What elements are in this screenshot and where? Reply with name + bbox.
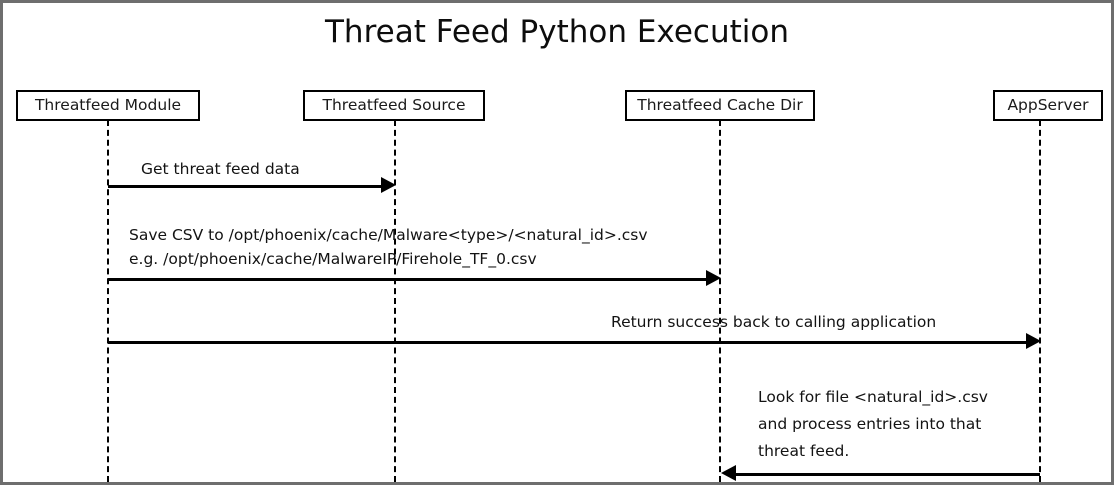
message-label-look-for-file-line-3: threat feed.	[758, 442, 850, 460]
participant-appserver[interactable]: AppServer	[993, 90, 1103, 121]
participant-threatfeed-module[interactable]: Threatfeed Module	[16, 90, 200, 121]
message-line-return-success	[108, 341, 1026, 344]
diagram-surface: Threat Feed Python Execution Threatfeed …	[3, 3, 1111, 482]
lifeline-appserver	[1039, 120, 1041, 482]
lifeline-threatfeed-module	[107, 120, 109, 482]
participant-threatfeed-cache-dir[interactable]: Threatfeed Cache Dir	[625, 90, 815, 121]
message-label-save-csv-line-2: e.g. /opt/phoenix/cache/MalwareIP/Fireho…	[129, 250, 537, 268]
message-line-save-csv	[108, 278, 706, 281]
participant-threatfeed-source[interactable]: Threatfeed Source	[303, 90, 485, 121]
arrow-head-right-icon-get-threat-feed-data	[381, 177, 396, 193]
message-label-get-threat-feed-data: Get threat feed data	[141, 160, 300, 178]
message-label-return-success: Return success back to calling applicati…	[611, 313, 937, 331]
arrow-head-left-icon-look-for-file	[721, 465, 736, 481]
message-label-save-csv-line-1: Save CSV to /opt/phoenix/cache/Malware<t…	[129, 226, 648, 244]
message-line-get-threat-feed-data	[108, 185, 381, 188]
arrow-head-right-icon-save-csv	[706, 270, 721, 286]
message-label-look-for-file-line-1: Look for file <natural_id>.csv	[758, 388, 988, 406]
lifeline-threatfeed-source	[394, 120, 396, 482]
arrow-head-right-icon-return-success	[1026, 333, 1041, 349]
page-title: Threat Feed Python Execution	[325, 14, 789, 50]
message-line-look-for-file	[736, 473, 1040, 476]
lifeline-threatfeed-cache-dir	[719, 120, 721, 482]
message-label-look-for-file-line-2: and process entries into that	[758, 415, 982, 433]
